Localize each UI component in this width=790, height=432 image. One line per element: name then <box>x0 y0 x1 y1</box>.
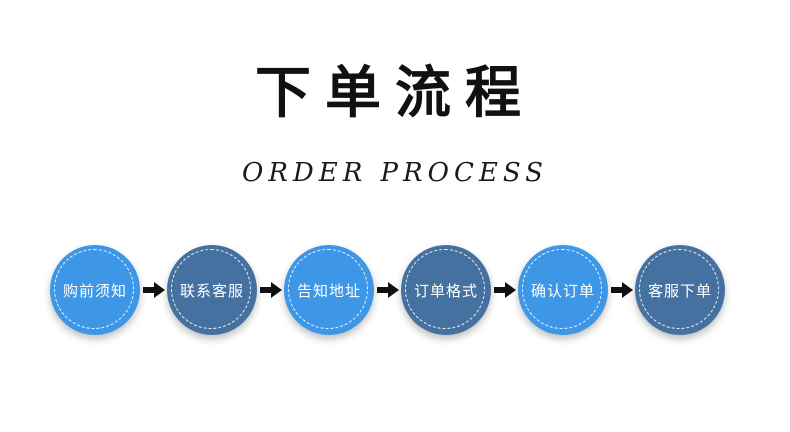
arrow-right-icon <box>260 282 282 298</box>
step-label: 购前须知 <box>62 281 127 300</box>
step-label: 确认订单 <box>530 281 595 300</box>
step-circle-2: 联系客服 <box>167 245 257 335</box>
step-label: 订单格式 <box>413 281 478 300</box>
step-label: 联系客服 <box>179 281 244 300</box>
page-subtitle: ORDER PROCESS <box>242 158 548 188</box>
arrow-right-icon <box>611 282 633 298</box>
step-label: 告知地址 <box>296 281 361 300</box>
page-title: 下单流程 <box>255 61 535 126</box>
dashed-ring <box>639 249 719 329</box>
arrow-right-icon <box>143 282 165 298</box>
step-circle-1: 购前须知 <box>50 245 140 335</box>
dashed-ring <box>54 249 134 329</box>
step-circle-3: 告知地址 <box>284 245 374 335</box>
arrow-right-icon <box>377 282 399 298</box>
step-circle-5: 确认订单 <box>518 245 608 335</box>
step-circle-4: 订单格式 <box>401 245 491 335</box>
dashed-ring <box>522 249 602 329</box>
step-circle-6: 客服下单 <box>635 245 725 335</box>
dashed-ring <box>405 249 485 329</box>
dashed-ring <box>171 249 251 329</box>
step-label: 客服下单 <box>647 281 712 300</box>
dashed-ring <box>288 249 368 329</box>
arrow-right-icon <box>494 282 516 298</box>
